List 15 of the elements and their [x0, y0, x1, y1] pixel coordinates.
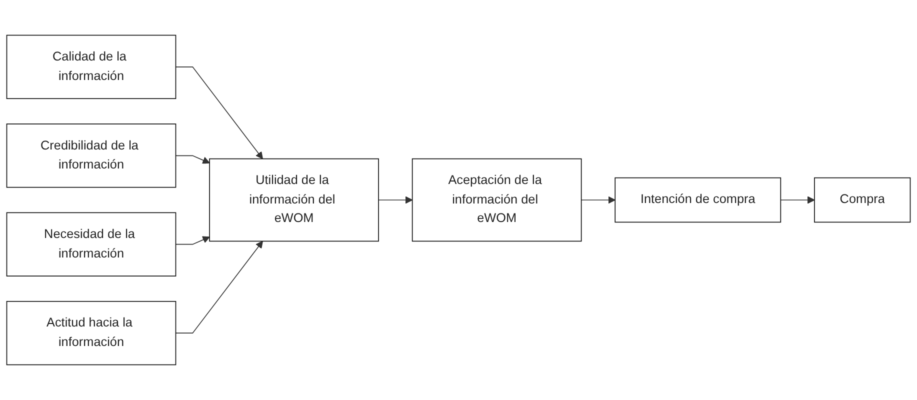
node-box: Aceptación de la información del eWOM	[412, 158, 582, 242]
node-box: Calidad de la información	[6, 34, 176, 100]
arrow	[378, 196, 413, 204]
node-box: Necesidad de la información	[6, 212, 176, 276]
arrow	[175, 236, 210, 245]
arrow	[175, 155, 210, 164]
node-box: Utilidad de la información del eWOM	[209, 158, 379, 242]
node-box: Compra	[814, 177, 911, 223]
arrow	[580, 196, 616, 204]
node-box: Actitud hacia la información	[6, 300, 176, 366]
arrow	[780, 196, 815, 204]
arrow	[175, 240, 263, 334]
node-box: Intención de compra	[614, 177, 782, 223]
node-box: Credibilidad de la información	[6, 124, 176, 188]
arrow	[175, 66, 263, 160]
